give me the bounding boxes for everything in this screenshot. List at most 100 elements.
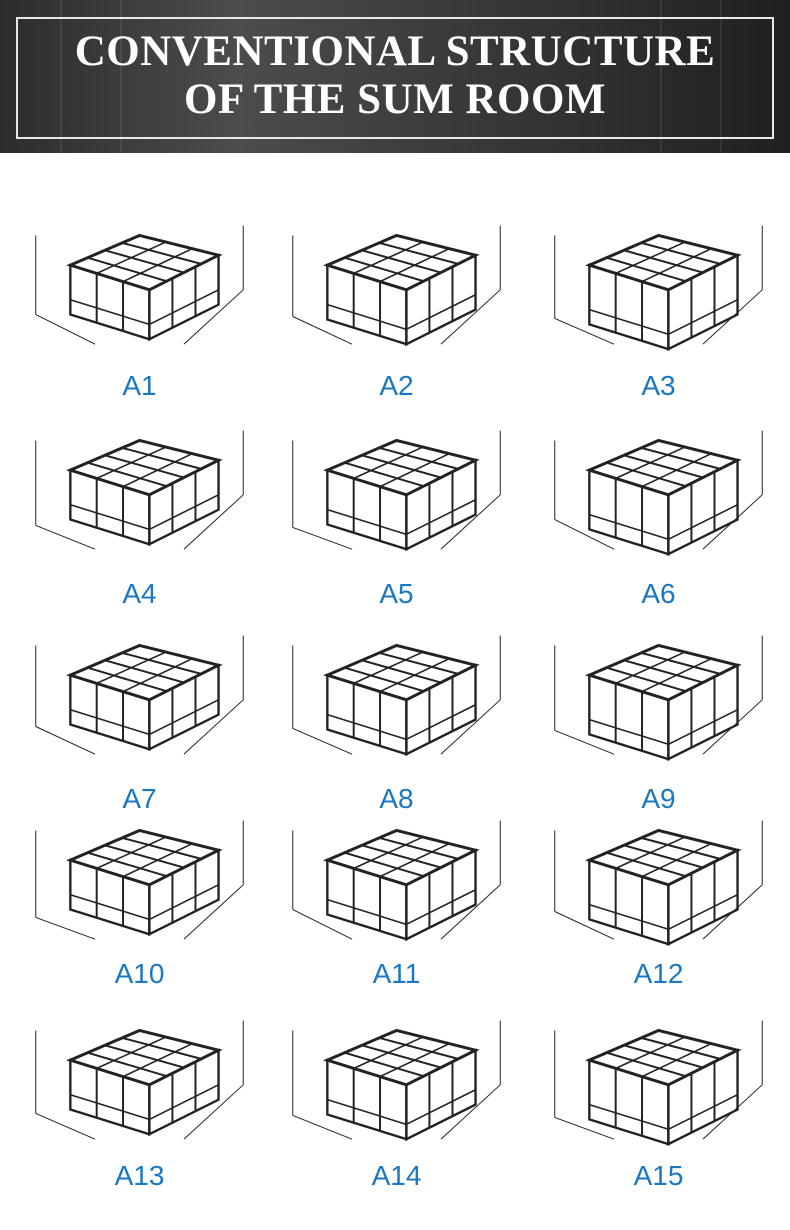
drawing-line [149, 289, 219, 326]
structure-model: A3 [527, 195, 790, 401]
drawing-line [623, 844, 704, 869]
drawing-line [353, 1036, 424, 1070]
model-label: A14 [371, 1160, 422, 1191]
drawing-line [122, 1042, 193, 1078]
model-label: A8 [379, 783, 414, 814]
drawing-line [96, 836, 167, 870]
drawing-frame [69, 468, 151, 546]
drawing-frame [667, 458, 739, 557]
drawing-line [70, 893, 150, 921]
drawing-line [149, 699, 219, 736]
drawing-line [378, 836, 459, 860]
drawing-line [87, 666, 167, 693]
sunroom-drawing [554, 225, 763, 352]
drawing-frame [326, 673, 408, 756]
drawing-line [149, 884, 219, 921]
drawing-line [70, 708, 150, 736]
drawing-line [104, 454, 185, 479]
drawing-line [440, 884, 501, 940]
drawing-frame [69, 263, 151, 341]
drawing-frame [667, 253, 739, 352]
banner-background-window [720, 0, 722, 153]
banner-background-window [120, 0, 122, 153]
drawing-line [440, 699, 501, 755]
sunroom-drawing [292, 635, 501, 757]
structure-model: A12 [527, 790, 790, 990]
drawing-line [353, 446, 424, 480]
drawing-line [668, 1093, 738, 1130]
drawing-line [183, 494, 244, 550]
drawing-line [353, 651, 424, 685]
drawing-line [183, 289, 244, 345]
drawing-line [122, 657, 193, 693]
drawing-line [554, 519, 615, 550]
sunroom-drawing [35, 635, 244, 755]
drawing-frame [588, 858, 670, 946]
drawing-line [640, 446, 721, 470]
drawing-line [361, 454, 442, 479]
drawing-line [121, 241, 202, 265]
drawing-line [554, 729, 615, 755]
drawing-line [606, 461, 686, 488]
drawing-line [615, 241, 686, 275]
drawing-line [378, 651, 459, 675]
page-title-line-1: CONVENTIONAL STRUCTURE [74, 28, 716, 75]
model-label: A15 [633, 1160, 684, 1191]
drawing-line [668, 298, 738, 335]
drawing-line [641, 247, 712, 283]
sunroom-drawing [292, 1020, 501, 1142]
drawing-line [292, 1114, 353, 1140]
drawing-line [640, 1036, 721, 1060]
drawing-frame [667, 848, 739, 947]
drawing-line [379, 452, 450, 488]
drawing-line [606, 851, 686, 878]
structure-model: A15 [527, 990, 790, 1191]
model-label: A7 [122, 783, 157, 814]
drawing-line [641, 842, 712, 878]
drawing-line [615, 651, 686, 685]
drawing-line [104, 844, 185, 869]
model-label: A11 [372, 958, 421, 989]
drawing-line [183, 1084, 244, 1140]
drawing-line [378, 241, 459, 265]
drawing-line [668, 708, 738, 745]
sunroom-drawing [554, 635, 763, 762]
drawing-line [440, 289, 501, 345]
model-label: A6 [641, 578, 676, 609]
drawing-line [149, 494, 219, 531]
page-title: CONVENTIONAL STRUCTURE OF THE SUM ROOM [16, 28, 774, 124]
banner-background-window [660, 0, 662, 153]
drawing-line [641, 452, 712, 488]
structure-model: A6 [527, 400, 790, 609]
drawing-line [327, 508, 407, 536]
drawing-frame [69, 1058, 151, 1136]
drawing-line [35, 1113, 96, 1140]
structure-model: A8 [265, 605, 528, 814]
drawing-line [122, 842, 193, 878]
sunroom-drawing [35, 1020, 244, 1140]
drawing-line [327, 713, 407, 741]
drawing-line [406, 294, 476, 331]
drawing-line [361, 1044, 442, 1069]
structure-model: A14 [265, 990, 528, 1191]
drawing-line [35, 726, 96, 755]
drawing-line [379, 1042, 450, 1078]
drawing-line [96, 446, 167, 480]
model-label: A2 [379, 370, 414, 401]
drawing-line [104, 249, 185, 274]
drawing-line [640, 836, 721, 860]
drawing-line [379, 842, 450, 878]
sunroom-drawing [554, 430, 763, 557]
structure-model: A9 [527, 605, 790, 814]
drawing-frame [148, 1048, 220, 1137]
structure-model: A1 [8, 195, 271, 401]
drawing-line [406, 499, 476, 536]
model-label: A10 [114, 958, 165, 989]
drawing-line [292, 909, 353, 940]
drawing-line [668, 503, 738, 540]
drawing-frame [667, 1048, 739, 1147]
drawing-line [623, 249, 704, 274]
drawing-frame [69, 673, 151, 751]
drawing-frame [588, 468, 670, 556]
structure-model: A4 [8, 400, 271, 609]
